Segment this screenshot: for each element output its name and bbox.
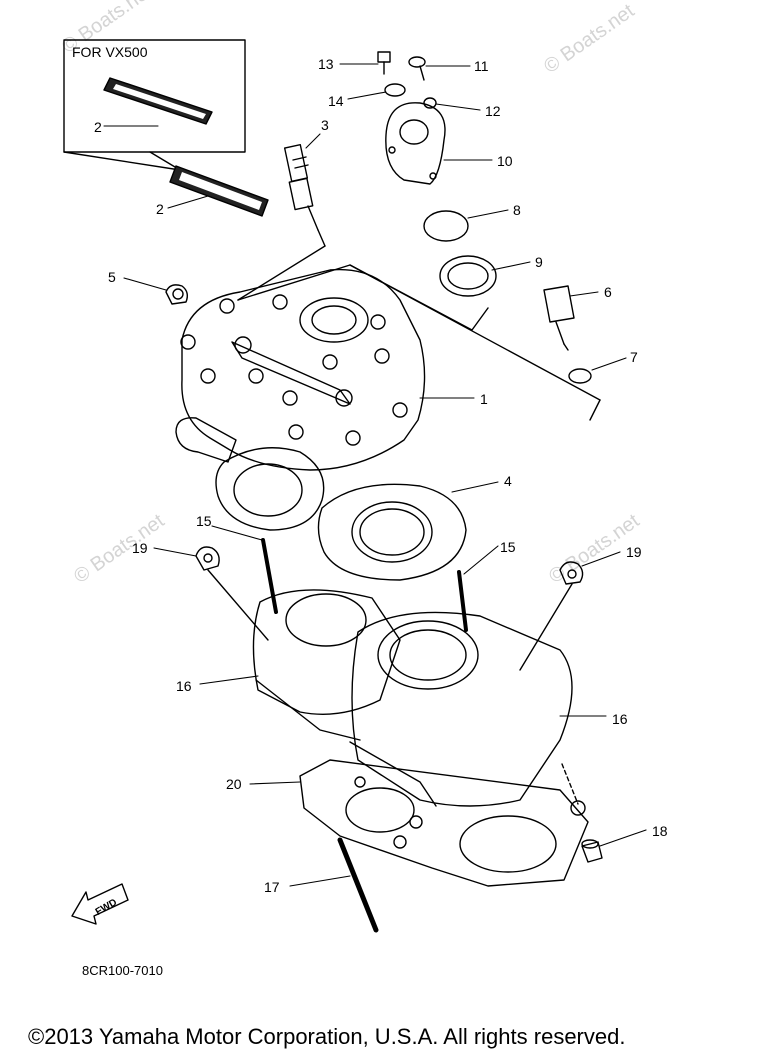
nut xyxy=(423,97,437,109)
o-ring xyxy=(423,210,469,242)
cylinder-rear xyxy=(252,589,401,741)
callout-5: 5 xyxy=(108,269,116,285)
callout-19: 19 xyxy=(132,540,148,556)
screw xyxy=(408,56,426,81)
inset-title: FOR VX500 xyxy=(72,44,148,60)
callout-16: 16 xyxy=(612,711,628,727)
callout-1: 1 xyxy=(480,391,488,407)
fwd-arrow-icon xyxy=(71,883,129,925)
decal-emblem xyxy=(169,165,269,217)
callout-20: 20 xyxy=(226,776,242,792)
cylinder-base-gasket xyxy=(299,759,589,887)
flange-nut xyxy=(195,546,220,571)
callout-15: 15 xyxy=(500,539,516,555)
callout-15: 15 xyxy=(196,513,212,529)
callout-2: 2 xyxy=(156,201,164,217)
callout-12: 12 xyxy=(485,103,501,119)
stud-bolt xyxy=(457,570,468,632)
cylinder-head-gasket-rear xyxy=(215,447,325,531)
callout-18: 18 xyxy=(652,823,668,839)
cylinder-head-gasket-front xyxy=(317,483,467,581)
callout-19: 19 xyxy=(626,544,642,560)
cap-nut xyxy=(165,284,189,305)
thermo-sensor xyxy=(543,285,575,351)
callout-4: 4 xyxy=(504,473,512,489)
dowel-pin xyxy=(581,839,603,863)
callout-3: 3 xyxy=(321,117,329,133)
callout-9: 9 xyxy=(535,254,543,270)
callout-14: 14 xyxy=(328,93,344,109)
callout-10: 10 xyxy=(497,153,513,169)
cylinder-head xyxy=(175,268,426,471)
callout-11: 11 xyxy=(474,58,489,74)
thermostat xyxy=(439,255,497,297)
callout-17: 17 xyxy=(264,879,280,895)
thermostat-cover xyxy=(385,102,446,185)
callout-6: 6 xyxy=(604,284,612,300)
callout-8: 8 xyxy=(513,202,521,218)
stud-bolt xyxy=(261,538,278,614)
long-stud-bolt xyxy=(337,837,379,933)
callout-7: 7 xyxy=(630,349,638,365)
decal-emblem-inset xyxy=(103,77,213,125)
callout-2: 2 xyxy=(94,119,102,135)
spark-plug xyxy=(283,144,326,247)
copyright-notice: ©2013 Yamaha Motor Corporation, U.S.A. A… xyxy=(28,1024,626,1049)
bolt xyxy=(377,51,391,75)
diagram-code: 8CR100-7010 xyxy=(82,963,163,978)
washer xyxy=(384,83,406,97)
gasket-washer xyxy=(568,368,592,384)
cylinder-front xyxy=(349,611,573,807)
flange-nut xyxy=(559,561,584,585)
callout-16: 16 xyxy=(176,678,192,694)
inset-box xyxy=(63,39,246,153)
callout-13: 13 xyxy=(318,56,334,72)
